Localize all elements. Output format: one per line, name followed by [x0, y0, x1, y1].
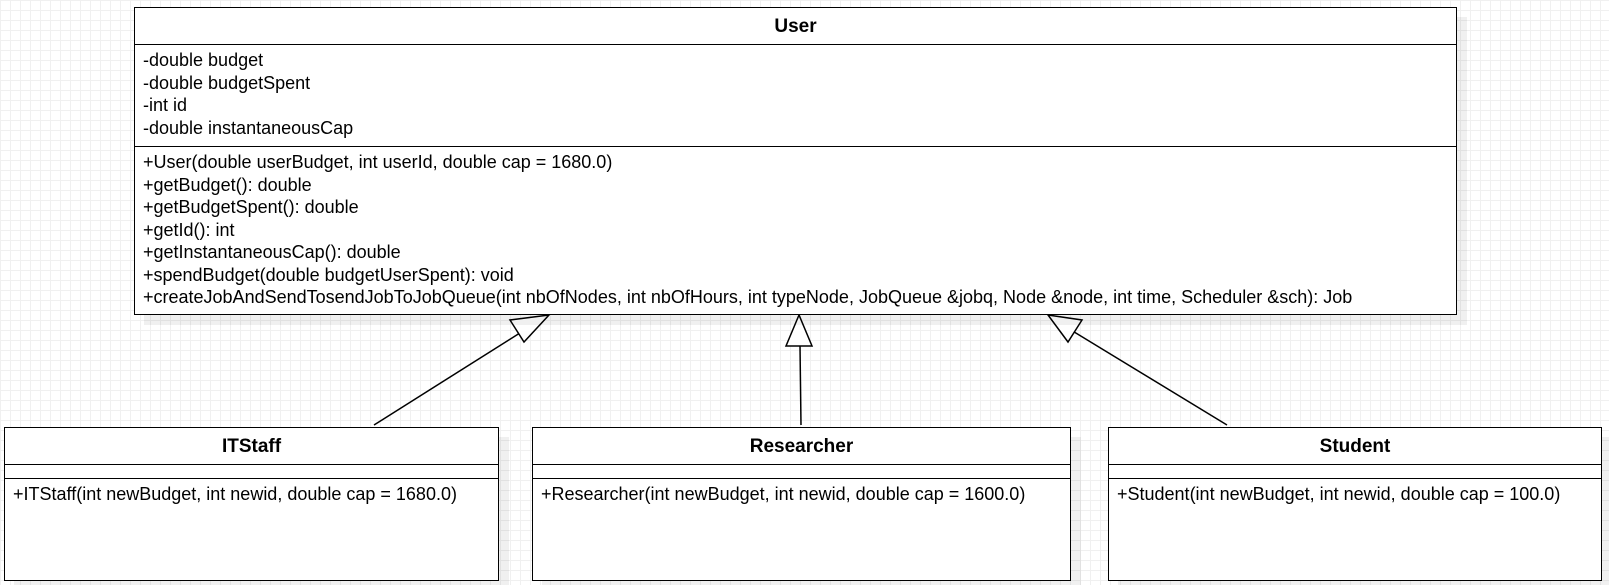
- class-name: Researcher: [533, 428, 1070, 465]
- methods-section: +ITStaff(int newBudget, int newid, doubl…: [5, 479, 498, 511]
- method: +spendBudget(double budgetUserSpent): vo…: [143, 264, 514, 285]
- method: +ITStaff(int newBudget, int newid, doubl…: [13, 484, 457, 504]
- class-name: ITStaff: [5, 428, 498, 465]
- class-name: User: [135, 8, 1456, 45]
- class-itstaff[interactable]: ITStaff +ITStaff(int newBudget, int newi…: [4, 427, 499, 581]
- edge-student-user: [1065, 326, 1228, 426]
- methods-section: +User(double userBudget, int userId, dou…: [135, 147, 1456, 314]
- methods-section: +Student(int newBudget, int newid, doubl…: [1109, 479, 1601, 511]
- class-user[interactable]: User -double budget -double budgetSpent …: [134, 7, 1457, 315]
- attribute: -double instantaneousCap: [143, 117, 354, 138]
- attributes-section: [5, 465, 498, 479]
- attribute: -int id: [143, 95, 188, 115]
- class-name: Student: [1109, 428, 1601, 465]
- attributes-section: [533, 465, 1070, 479]
- method: +Student(int newBudget, int newid, doubl…: [1117, 484, 1561, 504]
- edge-researcher-user: [799, 345, 802, 426]
- attribute: -double budgetSpent: [143, 72, 311, 93]
- method: +createJobAndSendTosendJobToJobQueue(int…: [143, 287, 1353, 307]
- method: +getInstantaneousCap(): double: [143, 242, 401, 262]
- methods-section: +Researcher(int newBudget, int newid, do…: [533, 479, 1070, 511]
- method: +getBudget(): double: [143, 174, 312, 195]
- attributes-section: [1109, 465, 1601, 479]
- method: +getBudgetSpent(): double: [143, 197, 359, 217]
- class-researcher[interactable]: Researcher +Researcher(int newBudget, in…: [532, 427, 1071, 581]
- method: +User(double userBudget, int userId, dou…: [143, 152, 613, 172]
- inheritance-arrowhead-itstaff: [508, 313, 551, 344]
- attributes-section: -double budget -double budgetSpent -int …: [135, 45, 1456, 147]
- inheritance-arrowhead-researcher: [784, 313, 814, 347]
- method: +getId(): int: [143, 219, 235, 240]
- attribute: -double budget: [143, 50, 264, 70]
- method: +Researcher(int newBudget, int newid, do…: [541, 484, 1026, 504]
- class-student[interactable]: Student +Student(int newBudget, int newi…: [1108, 427, 1602, 581]
- inheritance-arrowhead-student: [1046, 313, 1084, 344]
- edge-itstaff-user: [373, 325, 532, 426]
